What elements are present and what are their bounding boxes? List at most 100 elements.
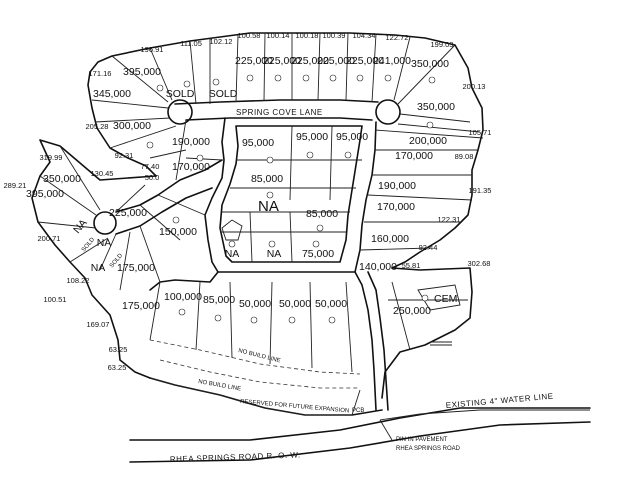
lot-price-p20: 170,000 (172, 161, 210, 173)
cul-de-sac-southwest (93, 211, 117, 235)
lot-price-p25: 190,000 (378, 180, 416, 192)
rhea-springs-road-row-label: RHEA SPRINGS ROAD R. O. W. (170, 450, 301, 464)
reserved-expansion-label: RESERVED FOR FUTURE EXPANSION (240, 399, 350, 415)
no-build-line-2 (159, 359, 360, 389)
lot-price-p42: 50,000 (315, 298, 347, 310)
lot-price-p17: 350,000 (417, 101, 455, 113)
lot-price-p28: 150,000 (159, 226, 197, 238)
lot-price-p31: NA (225, 248, 240, 260)
boundary-dimension-d1: 196.91 (141, 45, 164, 54)
boundary-dimension-d26: 55.81 (402, 261, 421, 270)
boundary-dimension-d22: 191.35 (469, 186, 492, 195)
boundary-dimension-d30: 169.07 (87, 320, 110, 329)
outer-boundary-north (89, 32, 484, 269)
lot-price-p11: 345,000 (93, 88, 131, 100)
outer-boundary-south-east (381, 267, 473, 399)
west-branch-road (115, 159, 223, 213)
no-build-line-label-1: NO BUILD LINE (238, 348, 282, 364)
rhea-springs-road-row-north (129, 407, 591, 441)
south-road-main-east (367, 271, 389, 411)
no-build-line-1 (149, 339, 361, 375)
lot-price-p30: NA (97, 237, 112, 249)
lot-price-p10: 350,000 (411, 58, 449, 70)
boundary-dimension-d6: 100.18 (296, 31, 319, 40)
boundary-dimension-d14: 105.71 (469, 128, 492, 137)
lot-price-p5: 225,000 (263, 55, 301, 67)
boundary-dimension-d2: 111.05 (180, 39, 202, 48)
boundary-dimension-d28: 108.22 (67, 276, 90, 285)
south-road-main (354, 271, 377, 411)
pcb-label: PCB (352, 408, 364, 414)
lot-price-p1: 395,000 (123, 66, 161, 78)
boundary-dimension-d4: 100.58 (238, 31, 261, 40)
house-footprint-icon (221, 219, 243, 241)
boundary-dimension-d3: 102.12 (210, 37, 233, 46)
lot-price-p12: 300,000 (113, 120, 151, 132)
lot-price-p24: 225,000 (109, 207, 147, 219)
lot-price-p2: SOLD (166, 88, 195, 100)
lot-price-p9: 241,000 (373, 55, 411, 67)
lot-price-p43: 250,000 (393, 305, 431, 317)
lot-price-p6: 225,000 (291, 55, 329, 67)
lot-price-p21: 85,000 (251, 173, 283, 185)
lot-price-p29: 160,000 (371, 233, 409, 245)
lot-price-p8: 225,000 (346, 55, 384, 67)
lot-price-p22: 350,000 (43, 173, 81, 185)
na-lot-label: NA (71, 217, 90, 236)
lot-price-p39: 85,000 (203, 294, 235, 306)
rhea-springs-road-row-south (129, 421, 591, 463)
lot-price-p40: 50,000 (239, 298, 271, 310)
boundary-dimension-d32: 63.25 (108, 363, 127, 372)
cul-de-sac-west (167, 99, 193, 125)
boundary-dimension-d8: 104.34 (353, 31, 376, 40)
cemetery-hatch (430, 341, 452, 346)
pin-in-pavement-label: PIN IN PAVEMENT (396, 437, 448, 443)
cul-de-sac-east (375, 99, 401, 125)
west-branch-road-lower (115, 187, 213, 235)
lot-price-p32: NA (267, 248, 282, 260)
boundary-dimension-d12: 200.13 (463, 82, 486, 91)
boundary-dimension-d19: 77.40 (141, 162, 160, 171)
no-build-line-label-2: NO BUILD LINE (198, 379, 242, 392)
lot-price-p14: 95,000 (242, 137, 274, 149)
cemetery-outline (417, 284, 461, 311)
lot-price-p33: 75,000 (302, 248, 334, 260)
boundary-dimension-d29: 100.51 (44, 295, 67, 304)
reserved-area (149, 377, 361, 416)
lot-price-p18: 200,000 (409, 135, 447, 147)
lot-number-markers (146, 74, 436, 324)
lot-price-p7: 225,000 (317, 55, 355, 67)
lot-price-p3: SOLD (209, 88, 238, 100)
lot-price-p23: 395,000 (26, 188, 64, 200)
boundary-dimension-d11: 171.16 (89, 69, 112, 78)
spring-cove-lane-south-edge (185, 117, 373, 121)
sold-lot-label-1: SOLD (81, 236, 97, 253)
lot-price-p38: 100,000 (164, 291, 202, 303)
rhea-springs-road-label: RHEA SPRINGS ROAD (396, 446, 461, 452)
lot-price-p19: 170,000 (395, 150, 433, 162)
na-large-lot-label: NA (258, 198, 279, 215)
boundary-dimension-d13: 205.28 (86, 122, 109, 131)
south-road-west (149, 271, 219, 291)
spring-cove-lane-label: SPRING COVE LANE (236, 108, 323, 117)
cemetery-label: CEM. (434, 293, 460, 305)
boundary-dimension-d15: 92.31 (115, 151, 134, 160)
lot-lines-interior (220, 125, 362, 263)
interior-road-loop-outer (204, 117, 377, 273)
boundary-dimension-d16: 89.08 (455, 152, 474, 161)
lot-price-p35: 175,000 (117, 262, 155, 274)
lot-price-p34: NA (91, 262, 106, 274)
lot-price-p15: 95,000 (296, 131, 328, 143)
boundary-dimension-d21: 289.21 (4, 181, 27, 190)
boundary-dimension-d27: 302.68 (468, 259, 491, 268)
lot-lines-north (91, 32, 481, 133)
boundary-dimension-d31: 63.25 (109, 345, 128, 354)
boundary-dimension-d24: 200.71 (38, 234, 61, 243)
lot-price-p16: 95,000 (336, 131, 368, 143)
lot-price-p13: 190,000 (172, 136, 210, 148)
boundary-dimension-d9: 122.72 (386, 33, 409, 42)
water-line (379, 409, 590, 421)
